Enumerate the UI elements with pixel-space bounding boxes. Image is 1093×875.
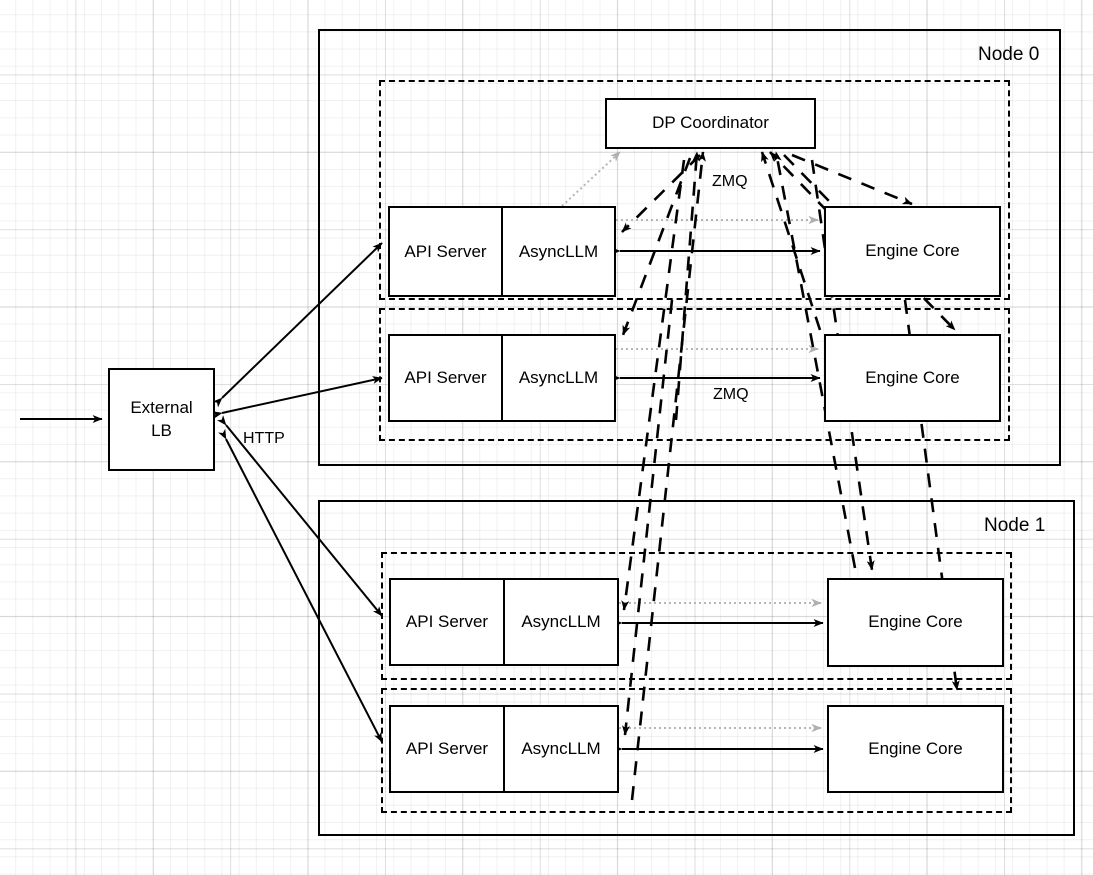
node-0-dp-group-0 [379,80,1010,300]
node-0-container [318,29,1061,466]
zmq-label-node-0-group-1: ZMQ [713,386,749,403]
node-1-container [318,500,1075,836]
zmq-label-coordinator: ZMQ [712,173,748,190]
node-1-group-0-asyncllm-label: AsyncLLM [503,580,617,664]
node-0-group-1-api-server-label: API Server [404,368,487,387]
node-0-group-1-api-unit[interactable]: API Server AsyncLLM [388,334,616,422]
node-0-group-1-engine-core[interactable]: Engine Core [824,334,1001,422]
node-1-group-0-api-unit[interactable]: API Server AsyncLLM [389,578,619,666]
node-0-dp-group-1 [379,308,1010,441]
node-1-group-1-api-unit[interactable]: API Server AsyncLLM [389,705,619,793]
http-edge-label: HTTP [243,430,285,447]
external-lb-label-line1: External [130,397,193,417]
node-1-group-0-api-server-label: API Server [405,612,489,631]
dp-coordinator-box[interactable]: DP Coordinator [605,98,816,149]
node-0-group-0-engine-core[interactable]: Engine Core [824,206,1001,297]
node-0-group-0-asyncllm-label: AsyncLLM [501,208,614,295]
node-0-group-0-api-unit[interactable]: API Server AsyncLLM [388,206,616,297]
node-1-dp-group-0 [381,552,1012,680]
node-0-group-1-asyncllm-label: AsyncLLM [501,336,614,420]
external-lb-label-line2: LB [151,420,172,440]
node-0-group-0-api-server-label: API Server [404,241,487,261]
node-1-group-1-asyncllm-label: AsyncLLM [503,707,617,791]
node-0-title: Node 0 [978,44,1040,65]
node-1-group-0-engine-core[interactable]: Engine Core [827,578,1004,667]
external-lb-box[interactable]: External LB [108,368,215,471]
node-1-group-1-api-server-label: API Server [405,739,489,758]
node-1-dp-group-1 [381,688,1012,813]
node-1-group-1-engine-core[interactable]: Engine Core [827,705,1004,793]
node-1-title: Node 1 [984,515,1046,536]
